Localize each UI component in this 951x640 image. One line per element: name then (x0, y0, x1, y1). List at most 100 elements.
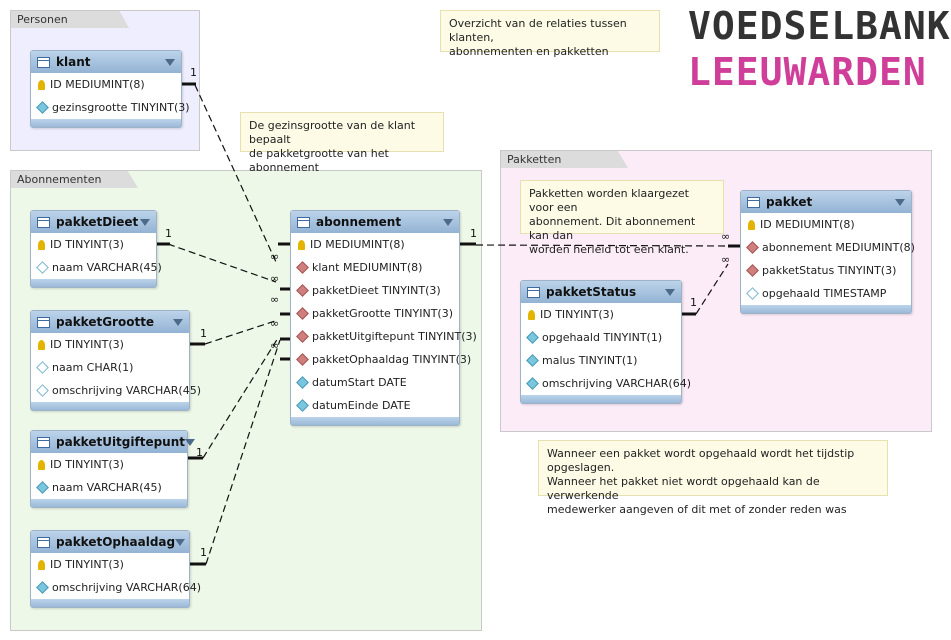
table-column[interactable]: pakketGrootte TINYINT(3) (291, 302, 459, 325)
table-column[interactable]: omschrijving VARCHAR(64) (521, 372, 691, 395)
primary-key-icon (38, 79, 45, 90)
link-pakketOphaaldag-abonnement (205, 339, 281, 565)
column-label: pakketDieet TINYINT(3) (312, 284, 441, 297)
column-label: ID MEDIUMINT(8) (760, 218, 855, 231)
table-column[interactable]: naam CHAR(1) (31, 356, 189, 379)
table-header[interactable]: pakketOphaaldag (31, 531, 189, 553)
table-column[interactable]: malus TINYINT(1) (521, 349, 681, 372)
note-gezinsgrootte[interactable]: De gezinsgrootte van de klant bepaalt de… (240, 112, 444, 174)
column-label: ID MEDIUMINT(8) (50, 78, 145, 91)
table-footer (31, 119, 181, 127)
table-header[interactable]: pakketStatus (521, 281, 681, 303)
table-column[interactable]: datumEinde DATE (291, 394, 459, 417)
table-column[interactable]: ID TINYINT(3) (521, 303, 681, 326)
table-header[interactable]: pakket (741, 191, 911, 213)
column-label: omschrijving VARCHAR(64) (52, 581, 201, 594)
note-opgehaald[interactable]: Wanneer een pakket wordt opgehaald wordt… (538, 440, 888, 516)
card-many-1: ∞ (270, 250, 279, 263)
table-column[interactable]: opgehaald TIMESTAMP (741, 282, 911, 305)
table-header[interactable]: pakketGrootte (31, 311, 189, 333)
link-abonnement-pakket (475, 244, 729, 247)
collapse-arrow-icon[interactable] (185, 438, 196, 446)
table-icon (297, 216, 310, 228)
collapse-arrow-icon[interactable] (165, 58, 175, 66)
table-column[interactable]: pakketOphaaldag TINYINT(3) (291, 348, 471, 371)
collapse-arrow-icon[interactable] (140, 218, 150, 226)
column-label: naam VARCHAR(45) (52, 261, 162, 274)
table-column[interactable]: opgehaald TINYINT(1) (521, 326, 681, 349)
table-column[interactable]: klant MEDIUMINT(8) (291, 256, 459, 279)
collapse-arrow-icon[interactable] (173, 318, 183, 326)
collapse-arrow-icon[interactable] (443, 218, 453, 226)
column-label: datumEinde DATE (312, 399, 411, 412)
table-column[interactable]: ID MEDIUMINT(8) (291, 233, 459, 256)
table-name: pakketGrootte (56, 315, 155, 329)
column-icon (36, 361, 49, 374)
table-name: pakketOphaaldag (56, 535, 176, 549)
table-column[interactable]: omschrijving VARCHAR(45) (31, 379, 201, 402)
collapse-arrow-icon[interactable] (665, 288, 675, 296)
column-label: naam CHAR(1) (52, 361, 134, 374)
primary-key-icon (38, 239, 45, 250)
table-column[interactable]: ID TINYINT(3) (31, 553, 189, 576)
table-pakketOphaaldag[interactable]: pakketOphaaldag ID TINYINT(3) omschrijving… (30, 530, 201, 608)
table-icon (37, 216, 50, 228)
primary-key-icon (38, 459, 45, 470)
column-icon (36, 261, 49, 274)
table-column[interactable]: pakketUitgiftepunt TINYINT(3) (291, 325, 477, 348)
note-pakketten[interactable]: Pakketten worden klaargezet voor een abo… (520, 180, 724, 256)
foreign-key-icon (746, 264, 759, 277)
column-icon (526, 331, 539, 344)
table-icon (37, 56, 50, 68)
link-klant-abonnement (194, 84, 277, 263)
table-header[interactable]: pakketUitgiftepunt (31, 431, 196, 453)
column-icon (36, 384, 49, 397)
primary-key-icon (298, 239, 305, 250)
table-column[interactable]: gezinsgrootte TINYINT(3) (31, 96, 190, 119)
table-header[interactable]: klant (31, 51, 181, 73)
table-name: abonnement (316, 215, 402, 229)
table-column[interactable]: ID MEDIUMINT(8) (31, 73, 181, 96)
table-footer (31, 402, 189, 410)
table-column[interactable]: pakketStatus TINYINT(3) (741, 259, 911, 282)
table-column[interactable]: ID TINYINT(3) (31, 333, 189, 356)
primary-key-icon (748, 219, 755, 230)
table-klant[interactable]: klant ID MEDIUMINT(8) gezinsgrootte TINYIN… (30, 50, 190, 128)
column-label: ID TINYINT(3) (50, 458, 124, 471)
table-column[interactable]: datumStart DATE (291, 371, 459, 394)
table-pakketDieet[interactable]: pakketDieet ID TINYINT(3) naam VARCHAR(45) (30, 210, 162, 288)
table-icon (37, 316, 50, 328)
table-pakket[interactable]: pakket ID MEDIUMINT(8) abonnement MEDIUMIN… (740, 190, 915, 314)
table-pakketGrootte[interactable]: pakketGrootte ID TINYINT(3) naam CHAR(1) om… (30, 310, 201, 411)
table-pakketUitgiftepunt[interactable]: pakketUitgiftepunt ID TINYINT(3) naam VARC… (30, 430, 196, 508)
table-name: pakket (766, 195, 813, 209)
table-name: pakketDieet (56, 215, 139, 229)
table-column[interactable]: abonnement MEDIUMINT(8) (741, 236, 915, 259)
card-many-5: ∞ (270, 339, 279, 352)
table-column[interactable]: naam VARCHAR(45) (31, 256, 162, 279)
collapse-arrow-icon[interactable] (895, 198, 905, 206)
card-one-pakketDieet: 1 (165, 227, 172, 240)
table-column[interactable]: ID TINYINT(3) (31, 233, 156, 256)
table-abonnement[interactable]: abonnement ID MEDIUMINT(8)klant MEDIUMINT… (290, 210, 477, 426)
collapse-arrow-icon[interactable] (175, 538, 186, 546)
table-column[interactable]: naam VARCHAR(45) (31, 476, 187, 499)
table-column[interactable]: ID MEDIUMINT(8) (741, 213, 911, 236)
column-label: pakketOphaaldag TINYINT(3) (312, 353, 472, 366)
column-icon (36, 101, 49, 114)
column-label: pakketUitgiftepunt TINYINT(3) (312, 330, 477, 343)
table-header[interactable]: pakketDieet (31, 211, 156, 233)
note-overview[interactable]: Overzicht van de relaties tussen klanten… (440, 10, 660, 58)
table-column[interactable]: pakketDieet TINYINT(3) (291, 279, 459, 302)
column-icon (746, 287, 759, 300)
table-column[interactable]: ID TINYINT(3) (31, 453, 187, 476)
table-column[interactable]: omschrijving VARCHAR(64) (31, 576, 201, 599)
column-label: opgehaald TINYINT(1) (542, 331, 663, 344)
table-icon (37, 436, 50, 448)
foreign-key-icon (296, 261, 309, 274)
table-header[interactable]: abonnement (291, 211, 459, 233)
foreign-key-icon (296, 353, 309, 366)
column-label: malus TINYINT(1) (542, 354, 638, 367)
foreign-key-icon (296, 330, 309, 343)
